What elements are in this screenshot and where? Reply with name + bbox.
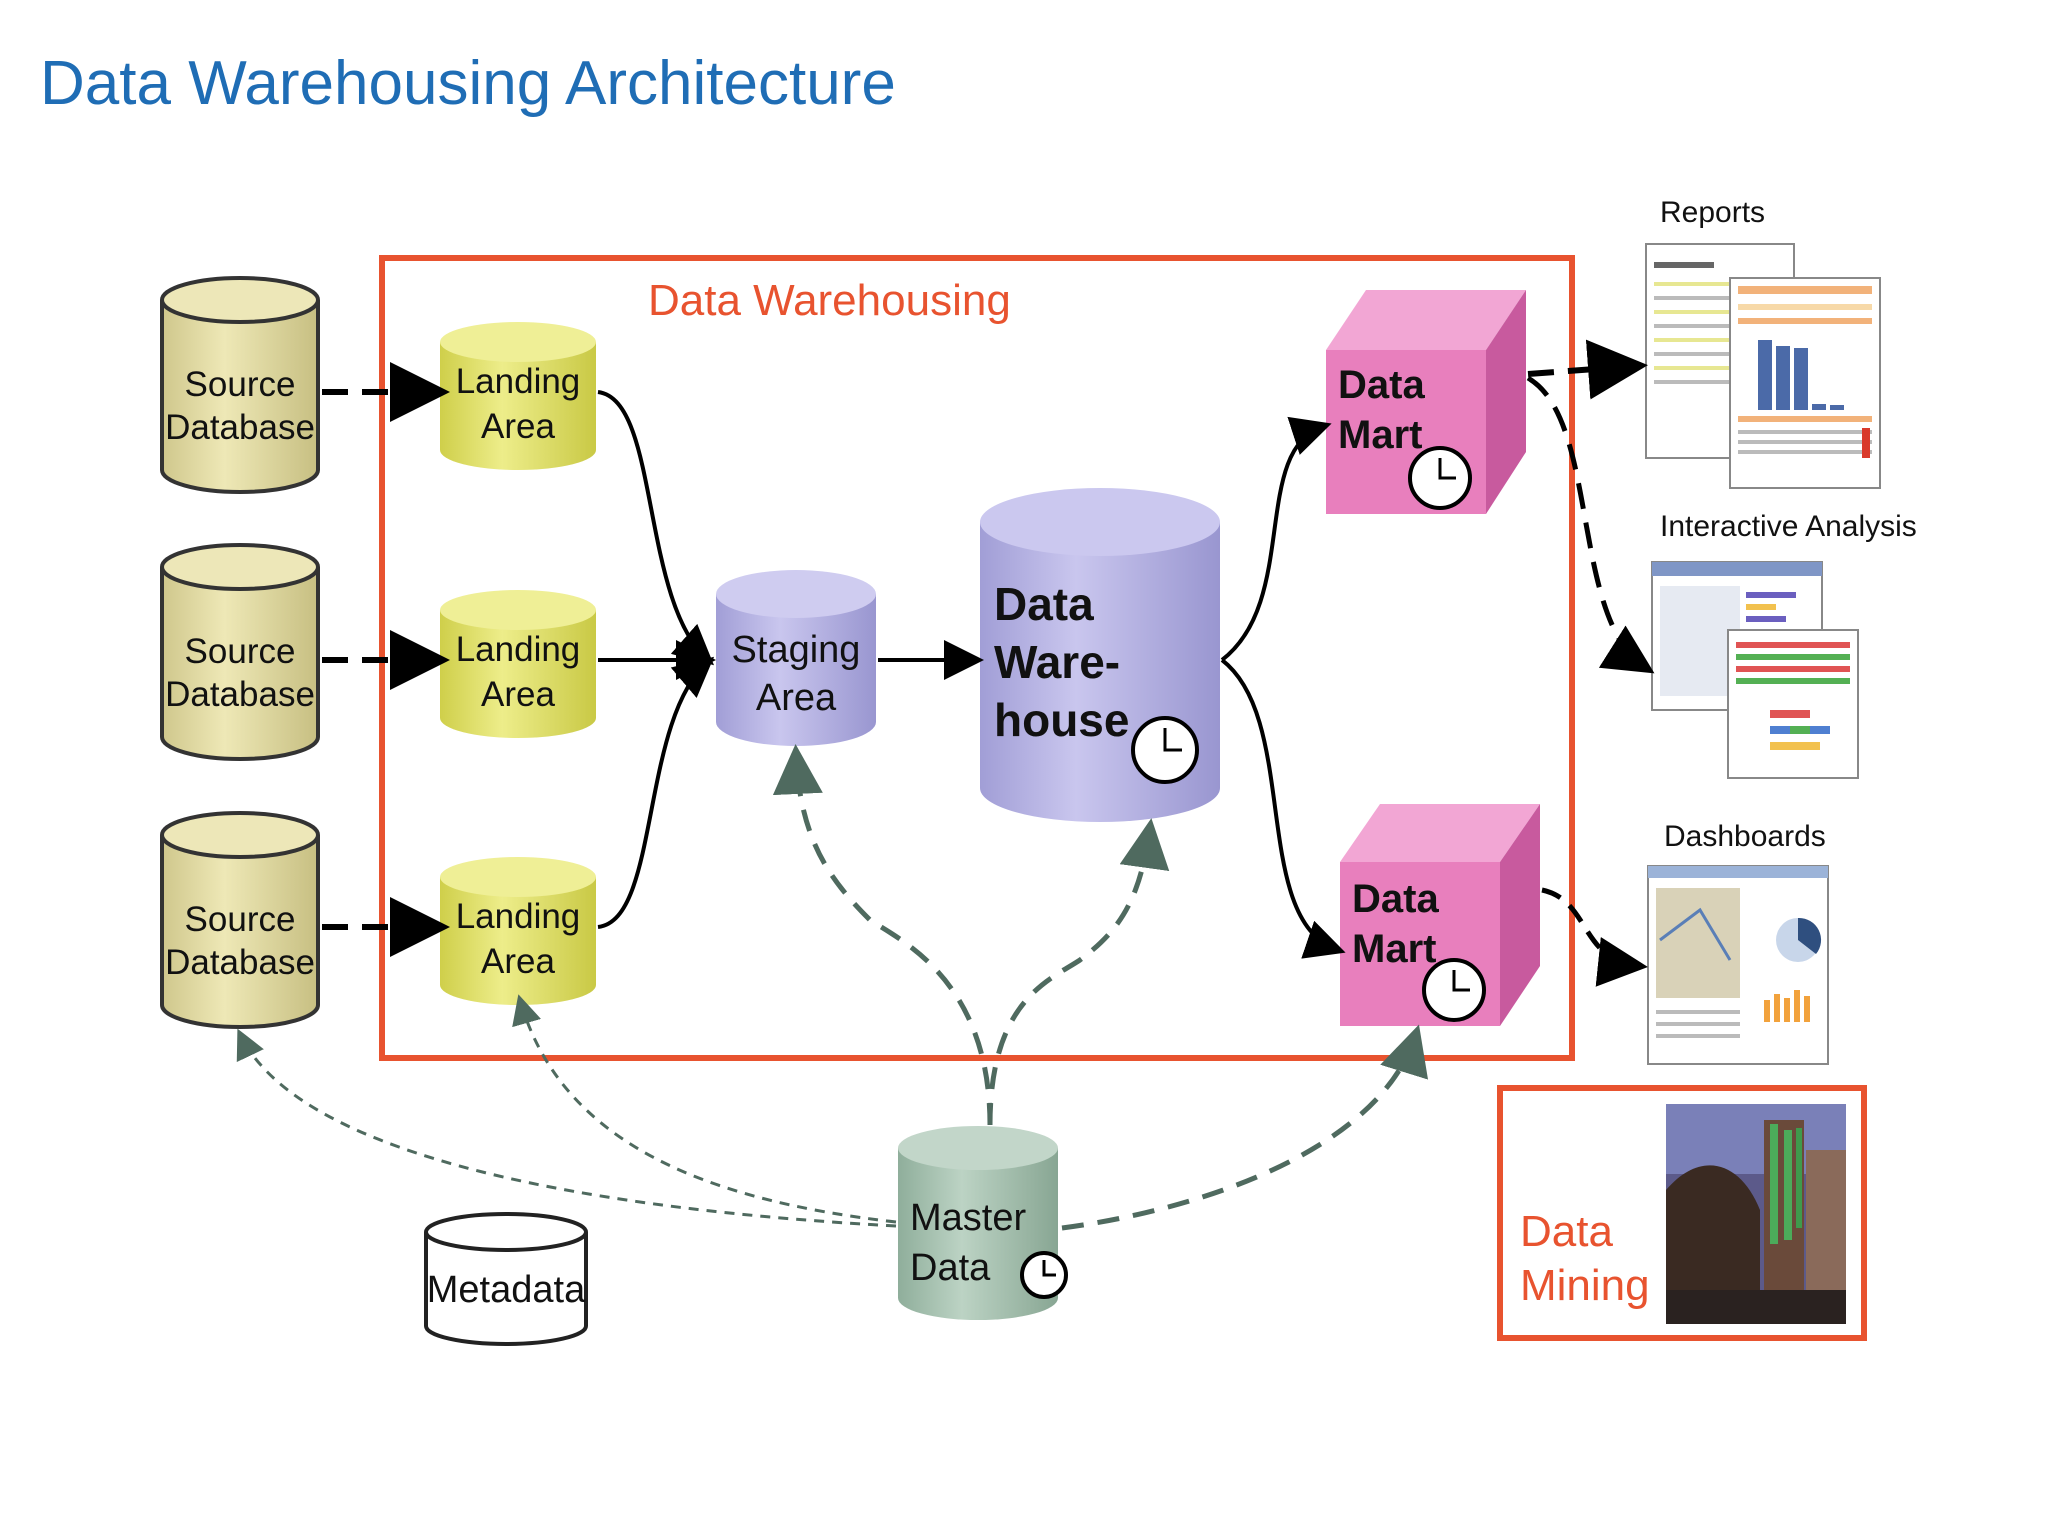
clock-icon bbox=[1020, 1251, 1068, 1299]
arrow-warehouse-to-mart-1 bbox=[1220, 416, 1332, 662]
data-mining-line2: Mining bbox=[1520, 1261, 1650, 1310]
reports-thumbnail bbox=[1645, 243, 1881, 489]
data-mart-2-line2: Mart bbox=[1352, 927, 1436, 971]
data-warehousing-label: Data Warehousing bbox=[648, 276, 1011, 325]
data-mart-2: Data Mart bbox=[1340, 804, 1540, 1026]
landing-area-2-line1: Landing bbox=[456, 630, 581, 669]
landing-area-3-line1: Landing bbox=[456, 897, 581, 936]
arrow-master-to-source-3 bbox=[236, 1028, 897, 1228]
landing-area-1: Landing Area bbox=[440, 322, 596, 470]
arrow-landing-1-to-staging bbox=[597, 390, 714, 666]
arrow-mart-1-to-reports bbox=[1527, 339, 1648, 400]
source-database-3-line1: Source bbox=[185, 900, 296, 939]
data-mart-1-line1: Data bbox=[1338, 363, 1425, 407]
landing-area-3: Landing Area bbox=[440, 857, 596, 1005]
data-mart-2-line1: Data bbox=[1352, 877, 1439, 921]
data-mining-line1: Data bbox=[1520, 1207, 1613, 1256]
data-mining-photo bbox=[1666, 1104, 1846, 1324]
clock-icon bbox=[1131, 716, 1199, 784]
arrow-mart-2-to-dashboards bbox=[1541, 887, 1648, 987]
staging-area: Staging Area bbox=[716, 570, 876, 746]
source-database-3-line2: Database bbox=[165, 943, 315, 982]
page-title: Data Warehousing Architecture bbox=[40, 49, 896, 118]
staging-area-line2: Area bbox=[756, 677, 837, 719]
clock-icon bbox=[1422, 958, 1486, 1022]
source-database-1: Source Database bbox=[160, 276, 320, 494]
landing-area-1-line2: Area bbox=[481, 407, 555, 446]
dashboards-thumbnail bbox=[1647, 865, 1829, 1065]
data-warehouse-line2: Ware- bbox=[994, 636, 1120, 688]
source-database-2: Source Database bbox=[160, 543, 320, 761]
master-data: Master Data bbox=[898, 1126, 1068, 1320]
landing-area-2: Landing Area bbox=[440, 590, 596, 738]
arrow-warehouse-to-mart-2 bbox=[1220, 658, 1346, 959]
arrow-master-to-staging bbox=[772, 744, 993, 1126]
metadata-label: Metadata bbox=[427, 1269, 586, 1311]
master-data-line2: Data bbox=[910, 1247, 991, 1289]
arrow-master-to-warehouse bbox=[987, 818, 1170, 1126]
master-data-line1: Master bbox=[910, 1197, 1026, 1239]
arrow-master-to-landing-3 bbox=[512, 994, 897, 1224]
data-mining-box: Data Mining bbox=[1497, 1085, 1867, 1341]
data-warehouse-line1: Data bbox=[994, 578, 1094, 630]
data-mart-1: Data Mart bbox=[1326, 290, 1526, 514]
source-database-2-line2: Database bbox=[165, 675, 315, 714]
source-database-1-line2: Database bbox=[165, 408, 315, 447]
landing-area-1-line1: Landing bbox=[456, 362, 581, 401]
data-warehouse: Data Ware- house bbox=[980, 488, 1220, 822]
landing-area-3-line2: Area bbox=[481, 942, 555, 981]
dashboards-label: Dashboards bbox=[1664, 820, 1826, 853]
clock-icon bbox=[1408, 446, 1472, 510]
landing-area-2-line2: Area bbox=[481, 675, 555, 714]
source-database-3: Source Database bbox=[160, 811, 320, 1029]
reports-label: Reports bbox=[1660, 196, 1765, 229]
data-warehouse-line3: house bbox=[994, 694, 1129, 746]
arrow-landing-3-to-staging bbox=[597, 656, 715, 929]
source-database-1-line1: Source bbox=[185, 365, 296, 404]
data-mart-1-line2: Mart bbox=[1338, 413, 1422, 457]
staging-area-line1: Staging bbox=[732, 629, 861, 671]
arrow-mart-1-to-interactive bbox=[1526, 375, 1655, 674]
interactive-analysis-label: Interactive Analysis bbox=[1660, 510, 1917, 543]
metadata: Metadata bbox=[424, 1212, 588, 1346]
source-database-2-line1: Source bbox=[185, 632, 296, 671]
interactive-analysis-thumbnail bbox=[1651, 561, 1859, 779]
arrow-master-to-mart-2 bbox=[1061, 1024, 1428, 1231]
